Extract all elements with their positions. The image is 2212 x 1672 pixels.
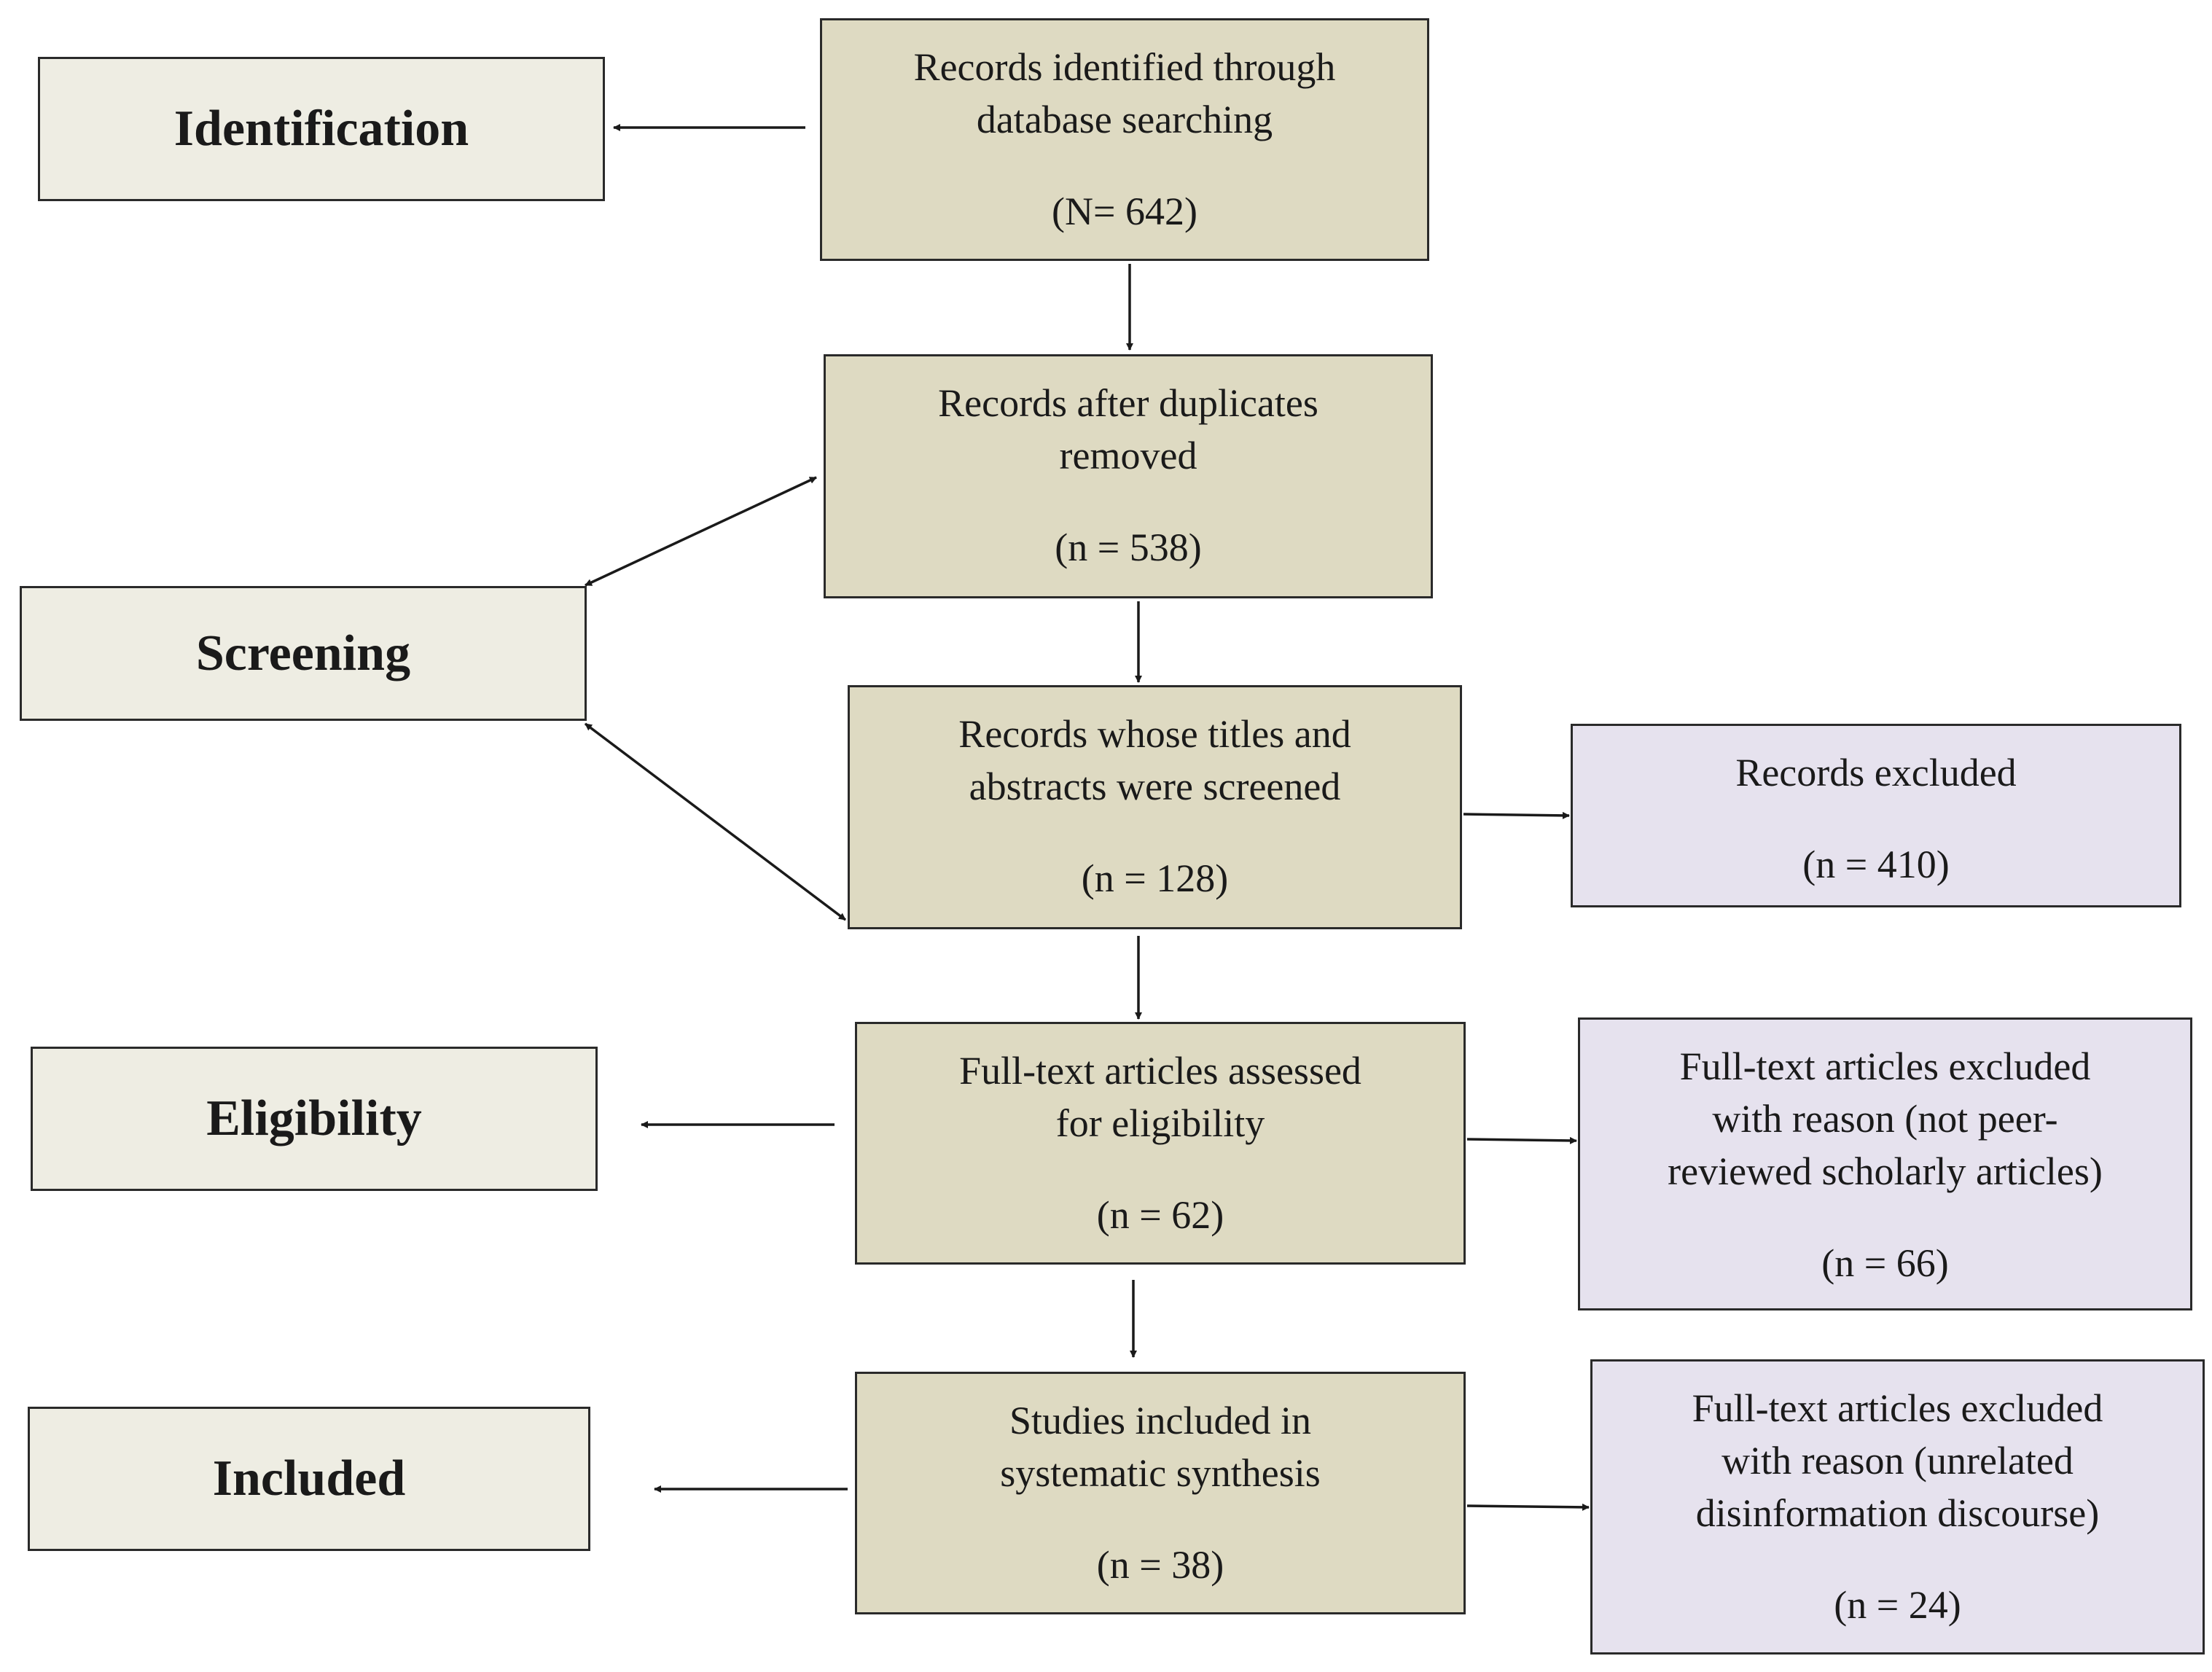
records-identified-count: (N= 642)	[1052, 190, 1197, 233]
fulltext-assessed-count: (n = 62)	[1096, 1193, 1224, 1237]
records-screened-line-2: abstracts were screened	[969, 765, 1341, 808]
stage-screening: Screening	[20, 586, 587, 721]
records-screened-box: Records whose titles and abstracts were …	[848, 685, 1462, 929]
records-deduplicated-count: (n = 538)	[1055, 526, 1202, 569]
records-deduplicated-line-2: removed	[1059, 434, 1197, 477]
excluded-not-peer-reviewed-line-2: with reason (not peer-	[1712, 1097, 2058, 1141]
stage-identification-label: Identification	[173, 101, 469, 157]
fulltext-assessed-line-1: Full-text articles assessed	[959, 1049, 1361, 1093]
fulltext-assessed-box: Full-text articles assessed for eligibil…	[855, 1022, 1466, 1265]
arrow-to-records-excluded	[1463, 811, 1570, 819]
arrow-screening-screened	[584, 722, 847, 921]
excluded-unrelated-count: (n = 24)	[1834, 1583, 1961, 1627]
records-screened-count: (n = 128)	[1081, 856, 1229, 900]
studies-included-line-1: Studies included in	[1009, 1399, 1311, 1442]
stage-identification: Identification	[38, 57, 605, 201]
excluded-unrelated-line-2: with reason (unrelated	[1721, 1439, 2074, 1482]
stage-included: Included	[28, 1407, 590, 1551]
records-excluded-line-1: Records excluded	[1735, 751, 2017, 794]
arrow-to-excluded-unrelated	[1466, 1503, 1590, 1511]
excluded-not-peer-reviewed-line-1: Full-text articles excluded	[1679, 1044, 2091, 1088]
records-identified-box: Records identified through database sear…	[820, 18, 1429, 261]
excluded-unrelated-line-1: Full-text articles excluded	[1692, 1386, 2103, 1430]
records-excluded-count: (n = 410)	[1802, 843, 1950, 886]
stage-eligibility-label: Eligibility	[206, 1090, 422, 1146]
records-identified-line-1: Records identified through	[913, 45, 1336, 89]
stage-eligibility: Eligibility	[31, 1047, 598, 1191]
excluded-not-peer-reviewed-count: (n = 66)	[1821, 1241, 1949, 1285]
studies-included-count: (n = 38)	[1096, 1543, 1224, 1587]
records-deduplicated-box: Records after duplicates removed (n = 53…	[824, 354, 1433, 598]
studies-included-box: Studies included in systematic synthesis…	[855, 1372, 1466, 1614]
excluded-unrelated-line-3: disinformation discourse)	[1695, 1491, 2100, 1535]
records-excluded-box: Records excluded (n = 410)	[1571, 724, 2181, 907]
excluded-not-peer-reviewed-box: Full-text articles excluded with reason …	[1578, 1017, 2192, 1310]
stage-included-label: Included	[212, 1450, 406, 1507]
records-deduplicated-line-1: Records after duplicates	[938, 381, 1318, 425]
fulltext-assessed-line-2: for eligibility	[1055, 1101, 1265, 1145]
records-screened-line-1: Records whose titles and	[958, 712, 1351, 756]
studies-included-line-2: systematic synthesis	[1000, 1451, 1321, 1495]
excluded-unrelated-box: Full-text articles excluded with reason …	[1590, 1359, 2205, 1655]
stage-screening-label: Screening	[195, 625, 411, 681]
arrow-to-excluded-not-peer-reviewed	[1466, 1136, 1577, 1144]
excluded-not-peer-reviewed-line-3: reviewed scholarly articles)	[1668, 1149, 2103, 1193]
records-identified-line-2: database searching	[976, 98, 1273, 141]
arrow-screening-deduplicated	[585, 476, 817, 587]
